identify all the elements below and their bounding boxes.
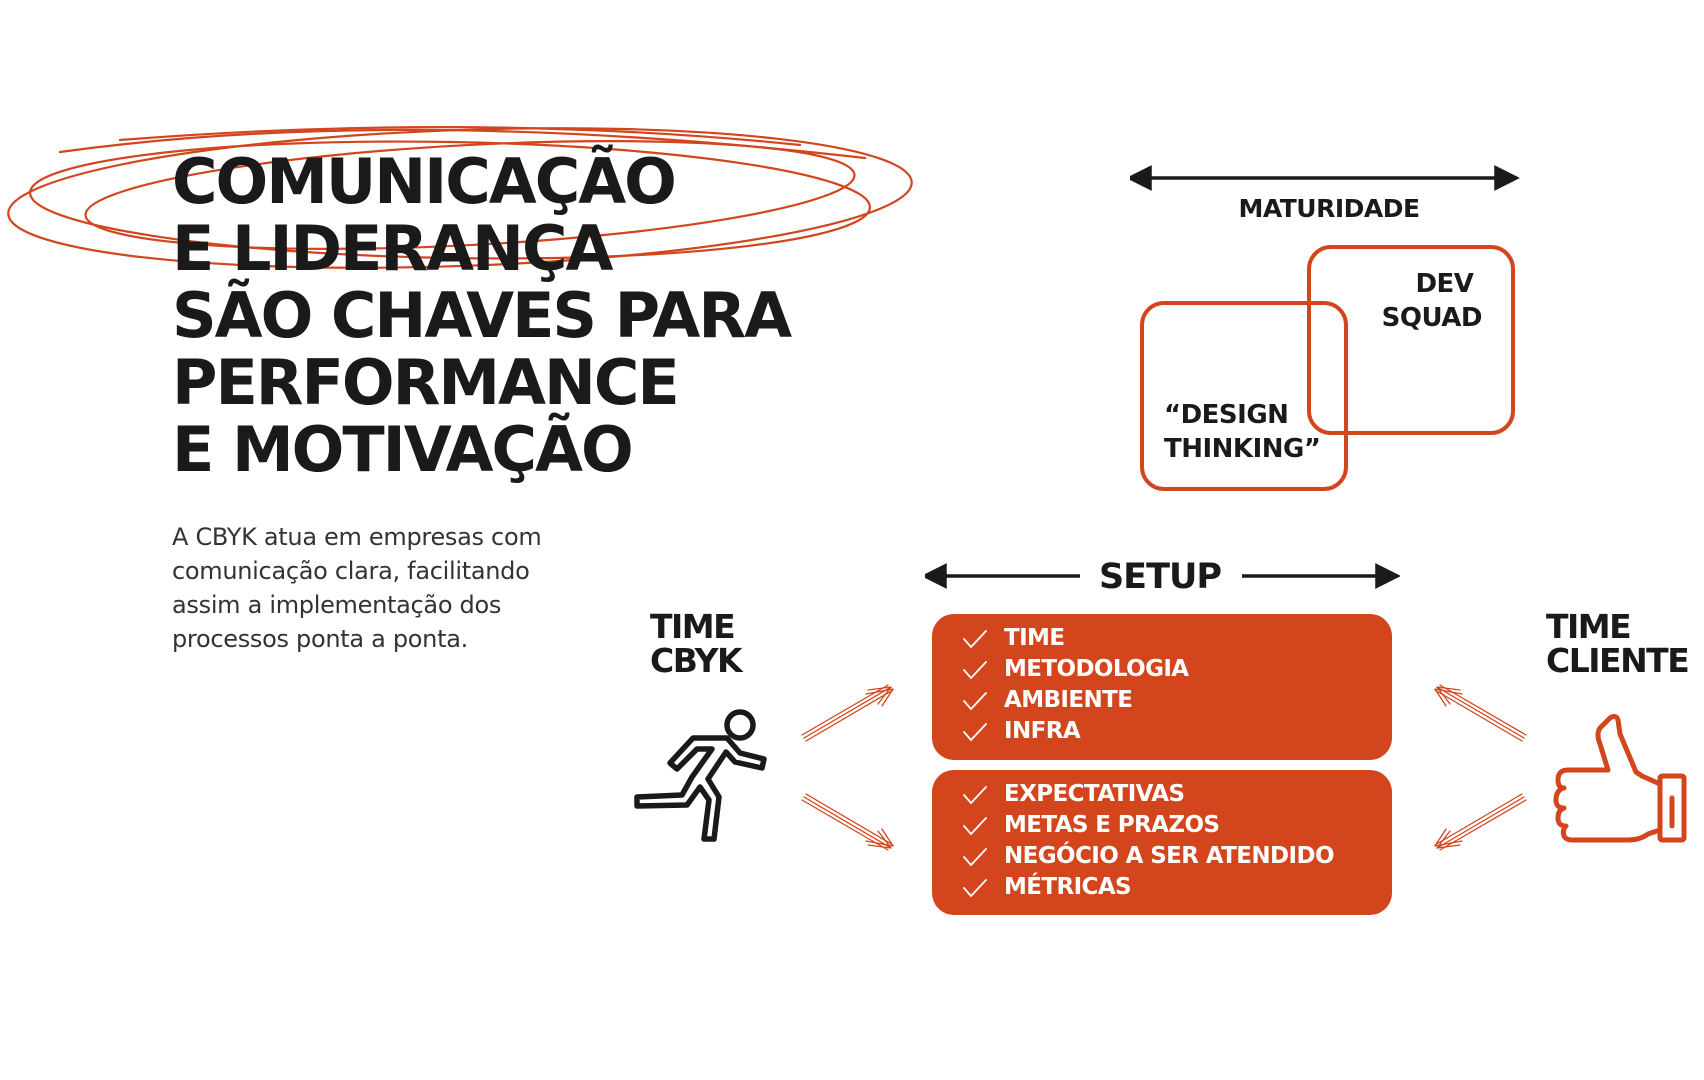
setup-item: EXPECTATIVAS <box>932 779 1392 810</box>
check-icon <box>963 786 987 805</box>
team-cbyk-label: TIME CBYK <box>650 607 743 680</box>
runner-icon <box>634 709 767 842</box>
setup-label: SETUP <box>1099 557 1221 597</box>
setup-item-text: MÉTRICAS <box>1004 874 1132 900</box>
design-thinking-label: “DESIGN THINKING” <box>1164 400 1320 464</box>
setup-item: TIME <box>932 623 1392 654</box>
check-icon <box>963 630 987 649</box>
check-icon <box>963 723 987 742</box>
team-cliente-line: TIME <box>1546 607 1632 646</box>
maturity-diagram: MATURIDADE DEV SQUAD “DESIGN THINKING” <box>1130 165 1520 491</box>
team-cbyk-line: CBYK <box>650 641 743 680</box>
check-icon <box>963 661 987 680</box>
headline-line: E MOTIVAÇÃO <box>172 413 634 486</box>
headline-line: COMUNICAÇÃO <box>172 145 677 218</box>
setup-item-text: TIME <box>1004 625 1065 651</box>
headline-line: SÃO CHAVES PARA <box>172 279 792 352</box>
setup-item-text: METAS E PRAZOS <box>1004 812 1220 838</box>
check-icon <box>963 692 987 711</box>
check-icon <box>963 817 987 836</box>
setup-item: METAS E PRAZOS <box>932 810 1392 841</box>
check-icon <box>963 848 987 867</box>
setup-item: AMBIENTE <box>932 685 1392 716</box>
setup-box-bottom: EXPECTATIVAS METAS E PRAZOS NEGÓCIO A SE… <box>932 770 1392 915</box>
setup-item-text: NEGÓCIO A SER ATENDIDO <box>1004 843 1335 869</box>
setup-item-text: METODOLOGIA <box>1004 656 1189 682</box>
dev-squad-label: DEV SQUAD <box>1382 269 1482 333</box>
headline-scribble <box>7 126 913 269</box>
headline: COMUNICAÇÃO E LIDERANÇA SÃO CHAVES PARA … <box>172 145 792 486</box>
dev-squad-box <box>1307 245 1515 435</box>
maturity-arrow <box>1130 165 1520 191</box>
setup-item: METODOLOGIA <box>932 654 1392 685</box>
setup-arrow-left <box>925 563 1080 589</box>
arrows-cbyk-to-setup <box>801 684 894 851</box>
arrows-cliente-to-setup <box>1434 684 1527 851</box>
design-thinking-box <box>1140 301 1348 491</box>
setup-box-top: TIME METODOLOGIA AMBIENTE INFRA <box>932 614 1392 760</box>
body-text: A CBYK atua em empresas com comunicação … <box>172 523 542 653</box>
setup-item-text: AMBIENTE <box>1004 687 1133 713</box>
headline-line: PERFORMANCE <box>172 346 680 419</box>
check-icon <box>963 879 987 898</box>
setup-item: INFRA <box>932 716 1392 747</box>
setup-item: NEGÓCIO A SER ATENDIDO <box>932 841 1392 872</box>
headline-line: E LIDERANÇA <box>172 212 613 285</box>
team-cbyk-line: TIME <box>650 607 736 646</box>
team-cliente-line: CLIENTE <box>1546 641 1690 680</box>
setup-item-text: EXPECTATIVAS <box>1004 781 1185 807</box>
setup-item: MÉTRICAS <box>932 872 1392 903</box>
maturity-label: MATURIDADE <box>1238 194 1419 223</box>
setup-item-text: INFRA <box>1004 718 1081 744</box>
thumbs-up-icon <box>1553 713 1687 843</box>
team-cliente-label: TIME CLIENTE <box>1546 607 1690 680</box>
setup-arrow-right <box>1242 563 1400 589</box>
setup-header: SETUP <box>925 557 1400 597</box>
